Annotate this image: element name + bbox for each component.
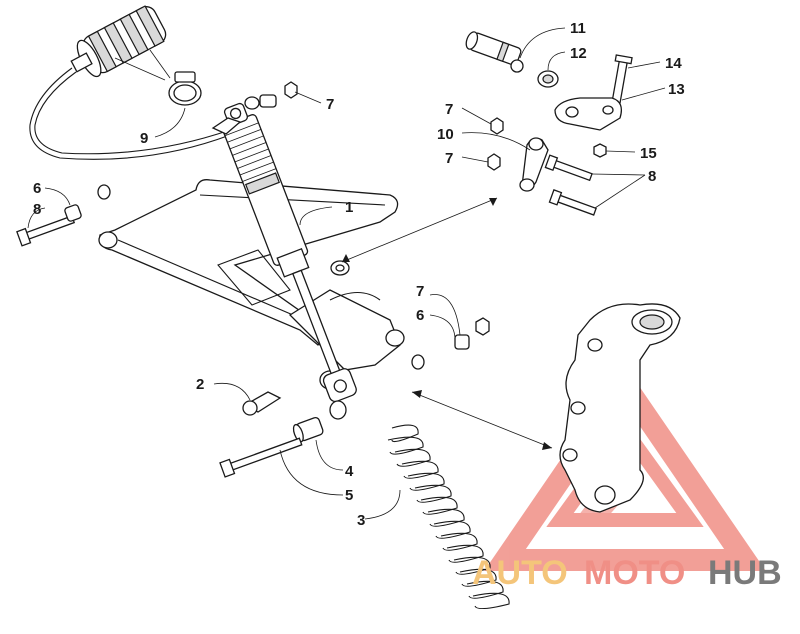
callout-2: 2	[196, 376, 204, 393]
callout-7-link-top: 7	[445, 101, 453, 118]
watermark-hub: HUB	[708, 554, 782, 592]
callout-14: 14	[665, 55, 682, 72]
callout-9: 9	[140, 130, 148, 147]
coil-spring	[387, 424, 510, 610]
callout-8-left: 8	[33, 201, 41, 218]
callout-6-left: 6	[33, 180, 41, 197]
shock-reservoir	[29, 5, 231, 160]
callout-5: 5	[345, 487, 353, 504]
hose-clamp	[114, 49, 202, 106]
callout-1: 1	[345, 199, 353, 216]
leader-lines	[27, 27, 666, 520]
callout-13: 13	[668, 81, 685, 98]
a-arm	[98, 179, 405, 390]
callout-10: 10	[437, 126, 454, 143]
callout-6-right: 6	[416, 307, 424, 324]
hardware	[16, 81, 490, 478]
callout-7-right: 7	[416, 283, 424, 300]
callout-3: 3	[357, 512, 365, 529]
watermark-text: AUTO MOTO HUB	[472, 554, 782, 592]
sway-link-parts	[465, 31, 633, 216]
callout-12: 12	[570, 45, 587, 62]
watermark-auto: AUTO	[472, 554, 568, 592]
watermark-moto: MOTO	[584, 554, 685, 592]
callouts: 1 2 3 4 5 6 6 7 7 7 7 8 8 9 10 11 12 13 …	[33, 20, 685, 529]
callout-4: 4	[345, 463, 354, 480]
callout-15: 15	[640, 145, 657, 162]
callout-7-link-bottom: 7	[445, 150, 453, 167]
shock-absorber	[211, 102, 357, 403]
callout-7-top-shock: 7	[326, 96, 334, 113]
spindle	[559, 303, 681, 513]
callout-8-right: 8	[648, 168, 656, 185]
callout-11: 11	[570, 20, 586, 37]
